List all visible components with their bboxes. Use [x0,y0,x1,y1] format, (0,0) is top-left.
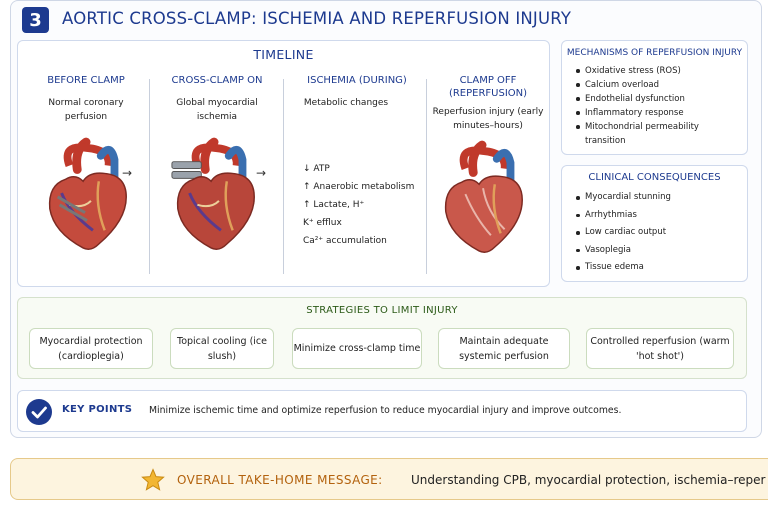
checkmark-icon [26,399,52,425]
strategies-panel: STRATEGIES TO LIMIT INJURY Myocardial pr… [17,297,747,379]
list-item: Low cardiac output [576,224,747,242]
heart-normal-icon [48,137,127,250]
clinical-panel: CLINICAL CONSEQUENCES Myocardial stunnin… [561,165,748,282]
page-title: AORTIC CROSS-CLAMP: ISCHEMIA AND REPERFU… [62,9,572,28]
arrow-right-icon: → [122,166,133,180]
list-item: Endothelial dysfunction [576,92,747,106]
strategy-card: Controlled reperfusion (warm 'hot shot') [586,328,734,369]
timeline-divider [149,79,150,274]
list-item: Arrhythmias [576,207,747,225]
list-item: Mitochondrial permeability transition [576,120,726,148]
list-item: ↑ Lactate, H⁺ [303,200,365,210]
list-item: Vasoplegia [576,242,747,260]
timeline-title: TIMELINE [253,47,314,62]
strategy-card: Minimize cross-clamp time [292,328,422,369]
timeline-divider [283,79,284,274]
stage-clamp-off-heading: CLAMP OFF (REPERFUSION) [448,75,528,99]
clinical-list: Myocardial stunning Arrhythmias Low card… [576,189,747,277]
clinical-title: CLINICAL CONSEQUENCES [588,172,721,183]
list-item: ↑ Anaerobic metabolism [303,182,415,192]
list-item: Inflammatory response [576,106,747,120]
list-item: Tissue edema [576,259,747,277]
mechanisms-panel: MECHANISMS OF REPERFUSION INJURY Oxidati… [561,40,748,155]
list-item: Oxidative stress (ROS) [576,64,747,78]
timeline-panel: TIMELINE BEFORE CLAMP Normal coronary pe… [17,40,550,287]
mechanisms-list: Oxidative stress (ROS) Calcium overload … [576,64,747,148]
key-points-label: KEY POINTS [62,404,133,415]
star-icon [141,468,165,491]
stage-ischemia-heading: ISCHEMIA (DURING) [307,75,407,86]
arrow-right-icon: → [256,166,267,180]
stage-ischemia-text: Metabolic changes [303,98,389,108]
ischemia-changes-list: ↓ ATP ↑ Anaerobic metabolism ↑ Lactate, … [303,163,414,253]
timeline-divider [426,79,427,274]
section-number-badge: 3 [22,7,49,33]
stage-cross-clamp-heading: CROSS-CLAMP ON [171,75,263,86]
take-home-text: Understanding CPB, myocardial protection… [411,473,766,487]
list-item: K⁺ efflux [303,218,342,228]
list-item: Calcium overload [576,78,747,92]
stage-cross-clamp-text: Global myocardial ischemia [176,98,258,122]
list-item: ↓ ATP [303,164,330,174]
heart-clamped-icon [171,137,255,250]
heart-reperfusion-icon [444,140,523,253]
strategies-title: STRATEGIES TO LIMIT INJURY [306,305,458,316]
list-item: Myocardial stunning [576,189,747,207]
stage-before-clamp-text: Normal coronary perfusion [48,98,124,122]
take-home-label: OVERALL TAKE-HOME MESSAGE: [177,473,383,487]
key-points-panel: KEY POINTS Minimize ischemic time and op… [17,390,747,432]
stage-before-clamp-heading: BEFORE CLAMP [47,75,125,86]
key-points-text: Minimize ischemic time and optimize repe… [149,405,622,416]
strategy-card: Maintain adequate systemic perfusion [438,328,570,369]
take-home-banner: OVERALL TAKE-HOME MESSAGE: Understanding… [10,458,768,500]
list-item: Ca²⁺ accumulation [303,236,387,246]
mechanisms-title: MECHANISMS OF REPERFUSION INJURY [566,48,743,58]
strategy-card: Topical cooling (ice slush) [170,328,274,369]
strategy-card: Myocardial protection (cardioplegia) [29,328,153,369]
stage-clamp-off-text: Reperfusion injury (early minutes–hours) [432,107,544,131]
